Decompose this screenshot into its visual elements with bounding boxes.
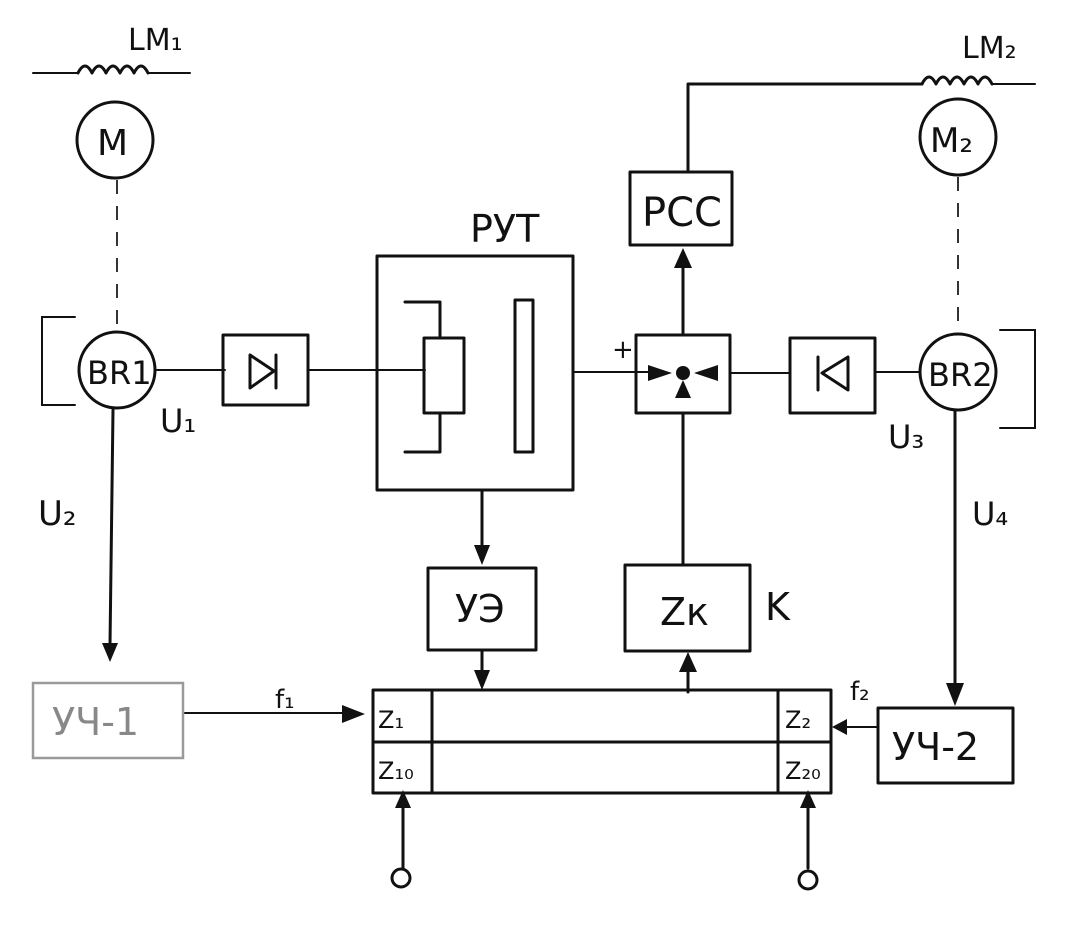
block-uch2-label: УЧ-2 <box>892 725 979 769</box>
lm2-winding <box>920 75 1036 86</box>
cell-z2-label: Z₂ <box>785 706 811 734</box>
block-zk <box>623 563 752 653</box>
block-uch2 <box>876 706 1015 785</box>
arrow-to-uch2 <box>946 683 964 706</box>
rectifier-1 <box>221 333 310 407</box>
arrow-to-z1 <box>342 705 365 723</box>
cell-z20-label: Z₂₀ <box>785 757 821 785</box>
cell-z1-label: Z₁ <box>378 706 404 734</box>
lm2-label: LM₂ <box>962 31 1017 66</box>
block-uch1-label: УЧ-1 <box>52 700 139 744</box>
encoder-br2-label: BR2 <box>928 356 993 394</box>
input-terminal-z20 <box>797 869 819 891</box>
arrow-to-ue <box>474 545 490 565</box>
motor-m2 <box>918 97 998 177</box>
sum-plus-label: + <box>612 335 634 365</box>
signal-u3-label: U₃ <box>888 418 924 456</box>
arrow-to-zk <box>679 652 697 672</box>
arrow-to-z2 <box>832 719 847 735</box>
lm1-winding <box>32 64 191 75</box>
block-rcc <box>628 170 734 247</box>
lm1-label: LM₁ <box>128 23 183 58</box>
block-rcc-label: РСС <box>642 190 722 236</box>
rectifier-2 <box>788 336 877 415</box>
register-bus <box>371 688 833 795</box>
block-uch1 <box>31 681 185 760</box>
motor-m2-label: M₂ <box>930 121 973 161</box>
motor-m1 <box>75 100 155 180</box>
arrow-to-z20 <box>800 790 816 808</box>
signal-u4-label: U₄ <box>972 495 1008 533</box>
input-terminal-z10 <box>390 867 412 889</box>
motor-m1-label: M <box>97 123 128 164</box>
block-zk-k-label: K <box>765 585 791 629</box>
signal-u2-label: U₂ <box>38 494 77 534</box>
cell-z10-label: Z₁₀ <box>378 757 414 785</box>
signal-f2-label: f₂ <box>850 677 870 707</box>
arrow-to-uch1 <box>102 643 118 662</box>
block-rut <box>375 254 575 492</box>
signal-u1-label: U₁ <box>160 402 196 440</box>
arrow-to-z10 <box>395 790 411 808</box>
encoder-br1-label: BR1 <box>87 354 152 392</box>
arrow-to-rcc <box>674 248 692 268</box>
arrow-to-bus <box>474 670 490 690</box>
wire-br1-uch1 <box>108 408 115 647</box>
summing-junction <box>634 333 732 415</box>
signal-f1-label: f₁ <box>275 685 295 715</box>
wire-rcc-lm2 <box>686 82 924 174</box>
block-rut-title: РУТ <box>470 207 540 251</box>
block-zk-label: Zк <box>660 590 709 634</box>
block-ue-label: УЭ <box>455 587 505 631</box>
